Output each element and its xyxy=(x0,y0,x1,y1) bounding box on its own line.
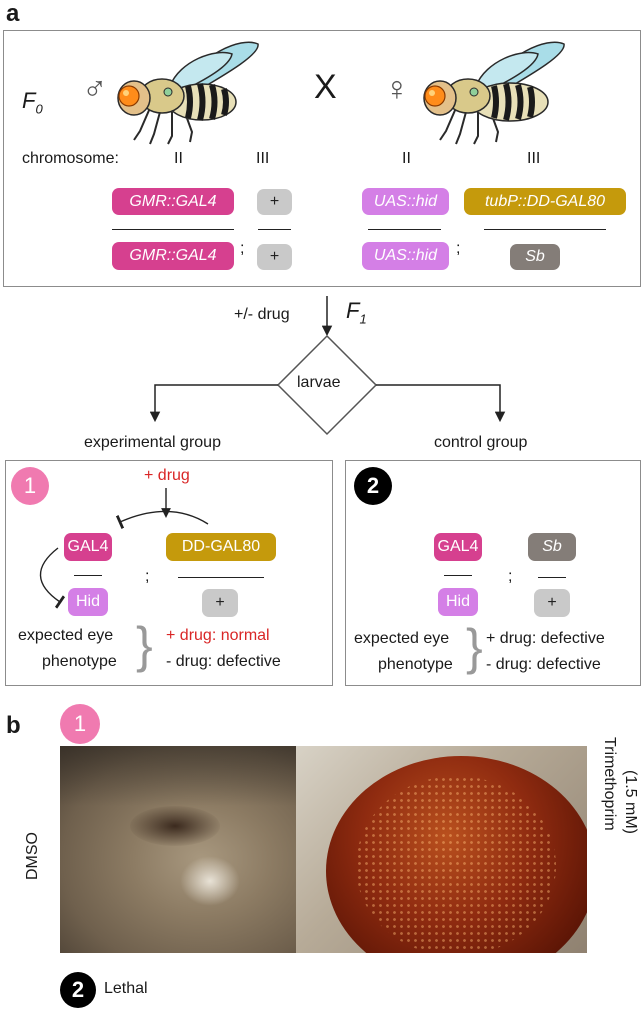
experimental-drug-label: + drug xyxy=(144,467,190,484)
ctrl-brace: } xyxy=(466,619,483,675)
female-uas-hid-top: UAS::hid xyxy=(362,188,449,215)
male-gmr-gal4-top: GMR::GAL4 xyxy=(112,188,234,215)
experimental-group-label: experimental group xyxy=(84,434,221,451)
experimental-number-badge: 1 xyxy=(11,467,49,505)
female-symbol: ♀ xyxy=(384,70,410,108)
panel-b-letter: b xyxy=(6,712,21,739)
male-fly-icon xyxy=(117,41,259,145)
trimethoprim-label-line2: (1.5 mM) xyxy=(622,770,639,834)
ctrl-outcome-nodrug: - drug: defective xyxy=(486,656,601,673)
exp-expected-line2: phenotype xyxy=(42,653,117,670)
experimental-group-box xyxy=(5,460,333,686)
male-chr-iii-label: III xyxy=(256,150,270,167)
control-group-box xyxy=(345,460,641,686)
control-group-label: control group xyxy=(434,434,528,451)
exp-hid: Hid xyxy=(68,588,108,616)
control-number-badge: 2 xyxy=(354,467,392,505)
exp-separator: ; xyxy=(145,568,150,585)
larvae-diamond xyxy=(276,334,378,436)
male-chr-ii-label: II xyxy=(174,150,183,167)
ctrl-chr-ii-divider xyxy=(444,575,472,577)
f0-label: F0 xyxy=(22,88,43,117)
ctrl-outcome-drug: + drug: defective xyxy=(486,630,605,647)
exp-brace: } xyxy=(136,617,153,673)
exp-plus: + xyxy=(202,589,238,617)
panel-b-number1-badge: 1 xyxy=(60,704,100,744)
male-gmr-gal4-bottom: GMR::GAL4 xyxy=(112,242,234,270)
ctrl-sb: Sb xyxy=(528,533,576,561)
female-tubp-dd-gal80: tubP::DD-GAL80 xyxy=(464,188,626,215)
male-separator: ; xyxy=(240,240,245,257)
male-chr-ii-divider xyxy=(112,229,234,231)
lethal-label: Lethal xyxy=(104,980,148,997)
panel-b-number2-badge: 2 xyxy=(60,972,96,1008)
female-fly-icon xyxy=(423,41,565,145)
trimethoprim-label-line1: Trimethoprim xyxy=(601,737,618,831)
male-chr-iii-divider xyxy=(258,229,291,231)
ctrl-expected-line2: phenotype xyxy=(378,656,453,673)
drug-label: +/- drug xyxy=(234,306,290,323)
female-separator: ; xyxy=(456,240,461,257)
female-chr-ii-divider xyxy=(368,229,441,231)
ctrl-chr-iii-divider xyxy=(538,577,566,579)
male-symbol: ♂ xyxy=(82,70,108,108)
trimethoprim-eye-photo xyxy=(296,746,587,953)
female-chr-iii-label: III xyxy=(527,150,541,167)
female-uas-hid-bottom: UAS::hid xyxy=(362,242,449,270)
dmso-eye-photo xyxy=(60,746,296,953)
ctrl-separator: ; xyxy=(508,568,513,585)
exp-gal4: GAL4 xyxy=(64,533,112,561)
ctrl-gal4: GAL4 xyxy=(434,533,482,561)
ctrl-expected-line1: expected eye xyxy=(354,630,450,647)
ctrl-plus: + xyxy=(534,589,570,617)
female-chr-iii-divider xyxy=(484,229,606,231)
f1-label: F1 xyxy=(346,298,367,327)
female-chr-ii-label: II xyxy=(402,150,411,167)
chromosome-label: chromosome: xyxy=(22,150,119,167)
exp-outcome-nodrug: - drug: defective xyxy=(166,653,281,670)
exp-chr-ii-divider xyxy=(74,575,102,577)
panel-a-letter: a xyxy=(6,0,20,27)
branch-to-experimental xyxy=(149,384,278,423)
male-chr-iii-top: + xyxy=(257,189,292,215)
larvae-label: larvae xyxy=(297,374,341,391)
branch-to-control xyxy=(376,384,506,423)
male-chr-iii-bottom: + xyxy=(257,244,292,270)
ctrl-hid: Hid xyxy=(438,588,478,616)
exp-dd-gal80: DD-GAL80 xyxy=(166,533,276,561)
cross-symbol: X xyxy=(314,68,337,106)
exp-chr-iii-divider xyxy=(178,577,264,579)
exp-expected-line1: expected eye xyxy=(18,627,114,644)
female-sb-allele: Sb xyxy=(510,244,560,270)
exp-outcome-drug: + drug: normal xyxy=(166,627,270,644)
dmso-label: DMSO xyxy=(24,832,41,880)
